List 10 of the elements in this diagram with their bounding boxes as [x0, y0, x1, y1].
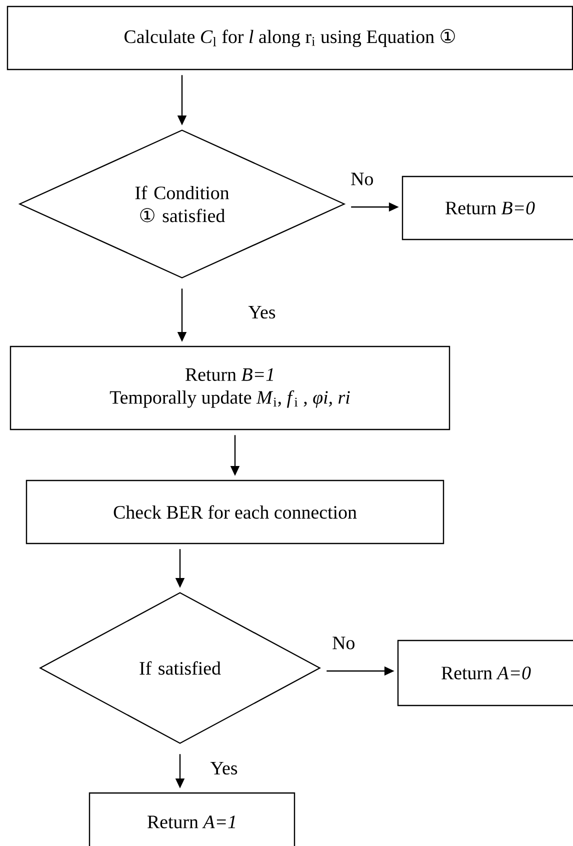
process-box: Check BER for each connection — [26, 480, 444, 544]
edge-label: Yes — [247, 304, 277, 320]
edge-label: Yes — [209, 760, 239, 776]
edge-label: No — [331, 636, 356, 650]
process-box: Return B=1 Temporally update M$_{i}$, f$_{i}$ , φi, ri — [10, 346, 450, 430]
process-box: Return A=0 — [397, 640, 573, 706]
process-box: Return B=0 — [402, 176, 573, 240]
edge-label: No — [350, 172, 375, 186]
process-box: Calculate C$_{l}$ for l along r$_{i}$ using Equation ① — [6, 6, 573, 70]
process-box: Return A=1 — [88, 792, 296, 846]
